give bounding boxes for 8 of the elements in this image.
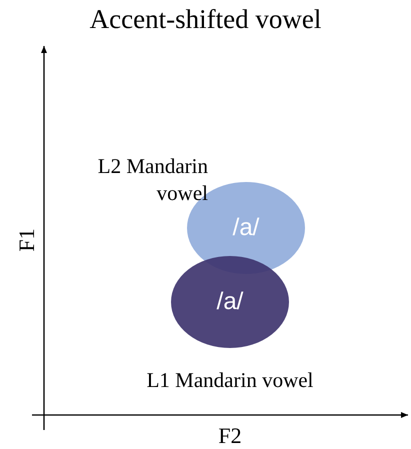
vowel-ellipse	[171, 256, 289, 348]
vowel-label: L1 Mandarin vowel	[146, 368, 314, 393]
x-axis-label: F2	[217, 423, 243, 449]
vowel-symbol: /a/	[232, 214, 260, 242]
chart-title: Accent-shifted vowel	[88, 4, 322, 35]
vowel-label: L2 Mandarin vowel	[96, 153, 208, 207]
vowel-symbol: /a/	[216, 288, 244, 316]
y-axis-label: F1	[14, 227, 38, 254]
